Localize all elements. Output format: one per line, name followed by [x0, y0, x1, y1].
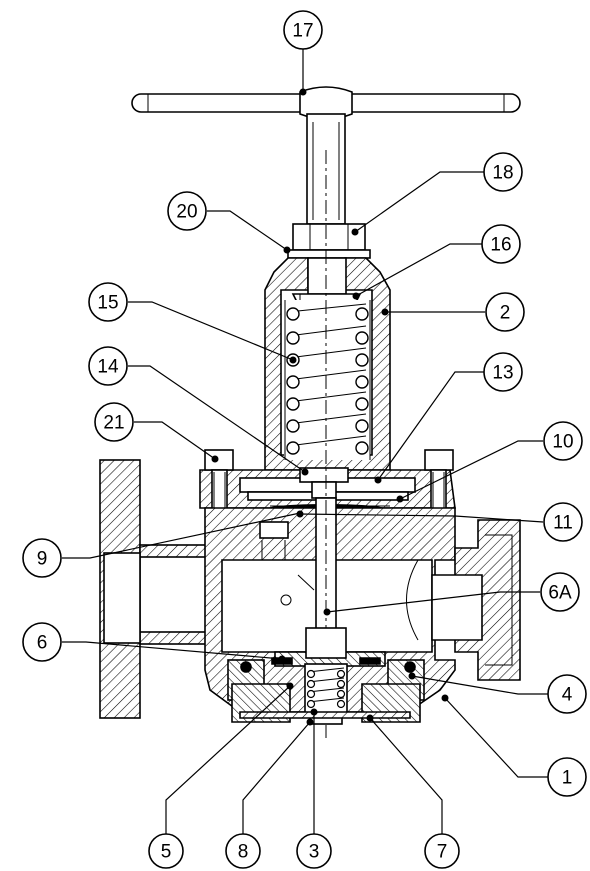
- balloon-11: 11: [543, 502, 583, 542]
- balloon-14-label: 14: [97, 357, 119, 378]
- balloon-21-label: 21: [103, 413, 124, 434]
- diaphragm-assembly: [199, 467, 456, 514]
- balloon-15-label: 15: [97, 293, 118, 314]
- balloon-9-label: 9: [37, 549, 48, 570]
- balloon-14: 14: [88, 346, 128, 386]
- balloon-1: 1: [547, 757, 587, 797]
- leader-dots: [211, 88, 449, 726]
- balloon-2: 2: [485, 292, 525, 332]
- balloon-6: 6: [22, 622, 62, 662]
- balloon-6a-label: 6A: [548, 583, 572, 604]
- balloon-5-label: 5: [161, 842, 172, 863]
- compression-spring: [284, 300, 371, 460]
- balloon-16-label: 16: [490, 235, 511, 256]
- balloon-20: 20: [167, 191, 207, 231]
- balloon-4-label: 4: [562, 685, 573, 706]
- balloon-17: 17: [283, 10, 323, 50]
- balloon-10: 10: [543, 421, 583, 461]
- balloon-9: 9: [22, 538, 62, 578]
- t-handle: [131, 86, 521, 225]
- balloon-11-label: 11: [553, 513, 573, 534]
- balloon-13-label: 13: [492, 363, 513, 384]
- seat-and-plug: [227, 627, 425, 725]
- balloon-16: 16: [481, 224, 521, 264]
- balloon-7: 7: [424, 833, 460, 869]
- lock-nut: [287, 223, 371, 259]
- leader-lines: [62, 47, 548, 834]
- balloon-8: 8: [225, 833, 261, 869]
- balloon-20-label: 20: [176, 202, 197, 223]
- balloon-17-label: 17: [292, 21, 313, 42]
- balloon-7-label: 7: [437, 842, 448, 863]
- balloon-15: 15: [88, 282, 128, 322]
- balloon-3: 3: [296, 833, 332, 869]
- balloon-1-label: 1: [562, 768, 573, 789]
- balloon-18: 18: [483, 152, 523, 192]
- balloon-2-label: 2: [500, 303, 511, 324]
- balloon-13: 13: [483, 352, 523, 392]
- balloon-6a: 6A: [540, 572, 580, 612]
- balloon-6-label: 6: [37, 633, 48, 654]
- balloon-18-label: 18: [492, 163, 513, 184]
- balloon-10-label: 10: [552, 432, 573, 453]
- balloon-21: 21: [94, 402, 134, 442]
- balloon-5: 5: [148, 833, 184, 869]
- balloon-4: 4: [547, 674, 587, 714]
- balloon-8-label: 8: [238, 842, 249, 863]
- balloon-3-label: 3: [309, 842, 320, 863]
